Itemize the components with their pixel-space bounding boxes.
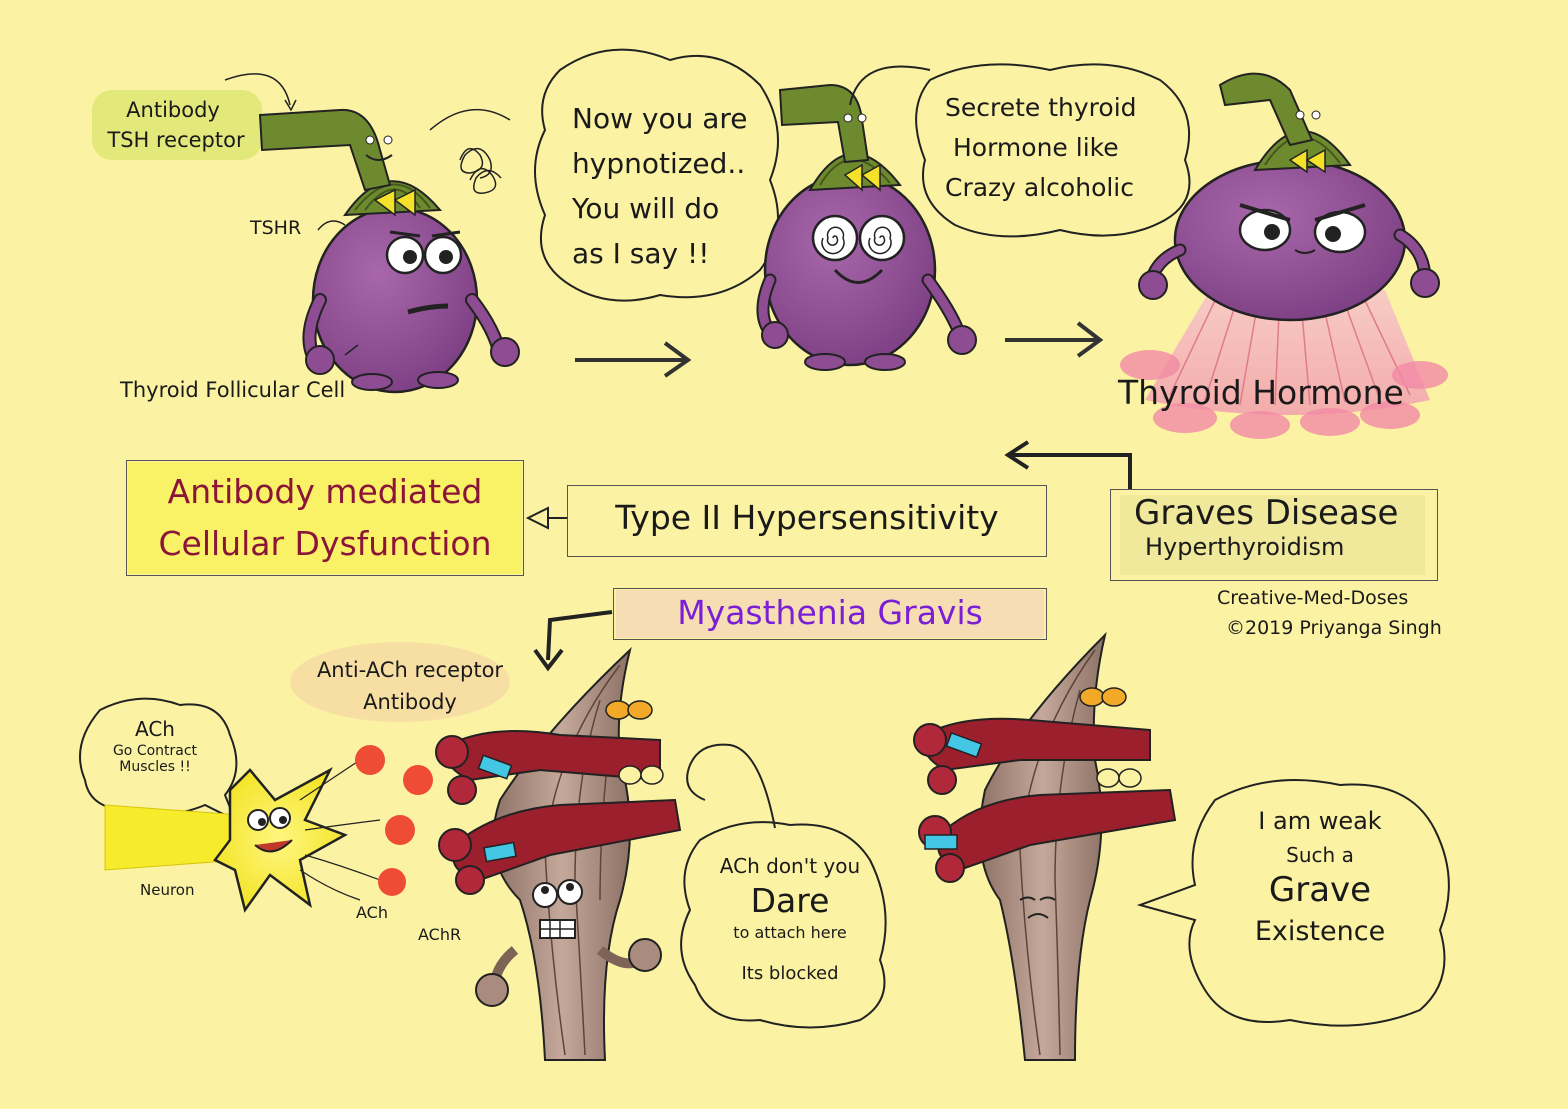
anti-ach-line-2: Antibody <box>363 690 457 714</box>
muscle-fiber-2 <box>913 631 1177 1061</box>
antibody-mediated-line-2: Cellular Dysfunction <box>158 524 492 563</box>
graves-box <box>1110 489 1438 581</box>
bubble-dare-shape <box>680 821 887 1029</box>
dare-line-2: Dare <box>750 881 830 920</box>
label-achr: AChR <box>418 925 462 944</box>
credit-line-1: Creative-Med-Doses <box>1217 587 1409 609</box>
bubble-dare-text: ACh don't you Dare to attach here Its bl… <box>700 855 880 985</box>
ach-bubble-line-1: ACh <box>135 717 175 741</box>
bubble-hypnotized-text: Now you are hypnotized.. You will do as … <box>572 96 748 276</box>
muscle-fiber-1 <box>435 646 682 1061</box>
anti-ach-highlight <box>290 642 510 722</box>
myasthenia-highlight <box>616 590 1044 638</box>
myasthenia-box <box>613 588 1047 640</box>
type2-box <box>567 485 1047 557</box>
graves-title: Graves Disease <box>1134 493 1399 533</box>
secrete-line-2: Hormone like <box>953 133 1119 162</box>
antibody-mediated-text: Antibody mediated Cellular Dysfunction <box>126 466 524 570</box>
hypnotized-line-1: Now you are <box>572 102 748 135</box>
weak-line-3: Grave <box>1268 869 1372 910</box>
credit-line-2: ©2019 Priyanga Singh <box>1226 617 1442 639</box>
neuron <box>104 759 381 913</box>
weak-line-1: I am weak <box>1258 807 1382 835</box>
myasthenia-text: Myasthenia Gravis <box>677 593 983 632</box>
label-ach: ACh <box>356 903 388 922</box>
bubble-weak-text: I am weak Such a Grave Existence <box>1220 807 1420 947</box>
bubble-secrete-shape <box>915 63 1191 238</box>
bubble-weak-shape <box>1136 779 1450 1027</box>
graves-sub: Hyperthyroidism <box>1145 533 1345 561</box>
antibody-mediated-box <box>126 460 524 576</box>
ach-bubble-line-3: Muscles !! <box>119 759 191 776</box>
hypnotized-line-3: You will do <box>572 192 720 225</box>
thyroid-cell-2 <box>756 83 977 371</box>
graves-highlight <box>1120 495 1425 575</box>
label-neuron: Neuron <box>140 881 195 899</box>
secrete-line-1: Secrete thyroid <box>945 93 1137 122</box>
label-follicular-cell: Thyroid Follicular Cell <box>120 378 346 402</box>
dare-line-3: to attach here <box>733 922 847 942</box>
label-anti-ach: Anti-ACh receptor Antibody <box>300 654 520 718</box>
label-antibody: Antibody <box>126 98 220 122</box>
ach-molecules <box>355 745 433 896</box>
weak-line-2: Such a <box>1286 842 1354 867</box>
label-tshr: TSHR <box>250 217 302 239</box>
hypnotized-line-2: hypnotized.. <box>572 147 746 180</box>
bubble-hypnotized-shape <box>534 48 779 302</box>
weak-line-4: Existence <box>1254 915 1386 947</box>
type2-text: Type II Hypersensitivity <box>615 498 999 537</box>
dare-line-1: ACh don't you <box>719 854 861 878</box>
anti-ach-line-1: Anti-ACh receptor <box>316 658 504 682</box>
bubble-secrete-text: Secrete thyroid Hormone like Crazy alcoh… <box>945 88 1137 208</box>
dare-line-4: Its blocked <box>741 963 839 985</box>
hypnotized-line-4: as I say !! <box>572 237 710 270</box>
ach-bubble-line-2: Go Contract <box>112 743 198 759</box>
antibody-mediated-line-1: Antibody mediated <box>167 472 483 511</box>
thyroid-cell-3 <box>1120 72 1448 439</box>
label-tsh-receptor: TSH receptor <box>107 128 245 152</box>
bubble-ach-text: ACh Go Contract Muscles !! <box>95 717 215 776</box>
secrete-line-3: Crazy alcoholic <box>945 173 1135 202</box>
thyroid-cell-1 <box>258 108 520 394</box>
thyroid-hormone-label: Thyroid Hormone <box>1118 373 1404 412</box>
antibody-mediated-highlight <box>128 462 522 574</box>
antibody-label-highlight <box>92 90 262 160</box>
